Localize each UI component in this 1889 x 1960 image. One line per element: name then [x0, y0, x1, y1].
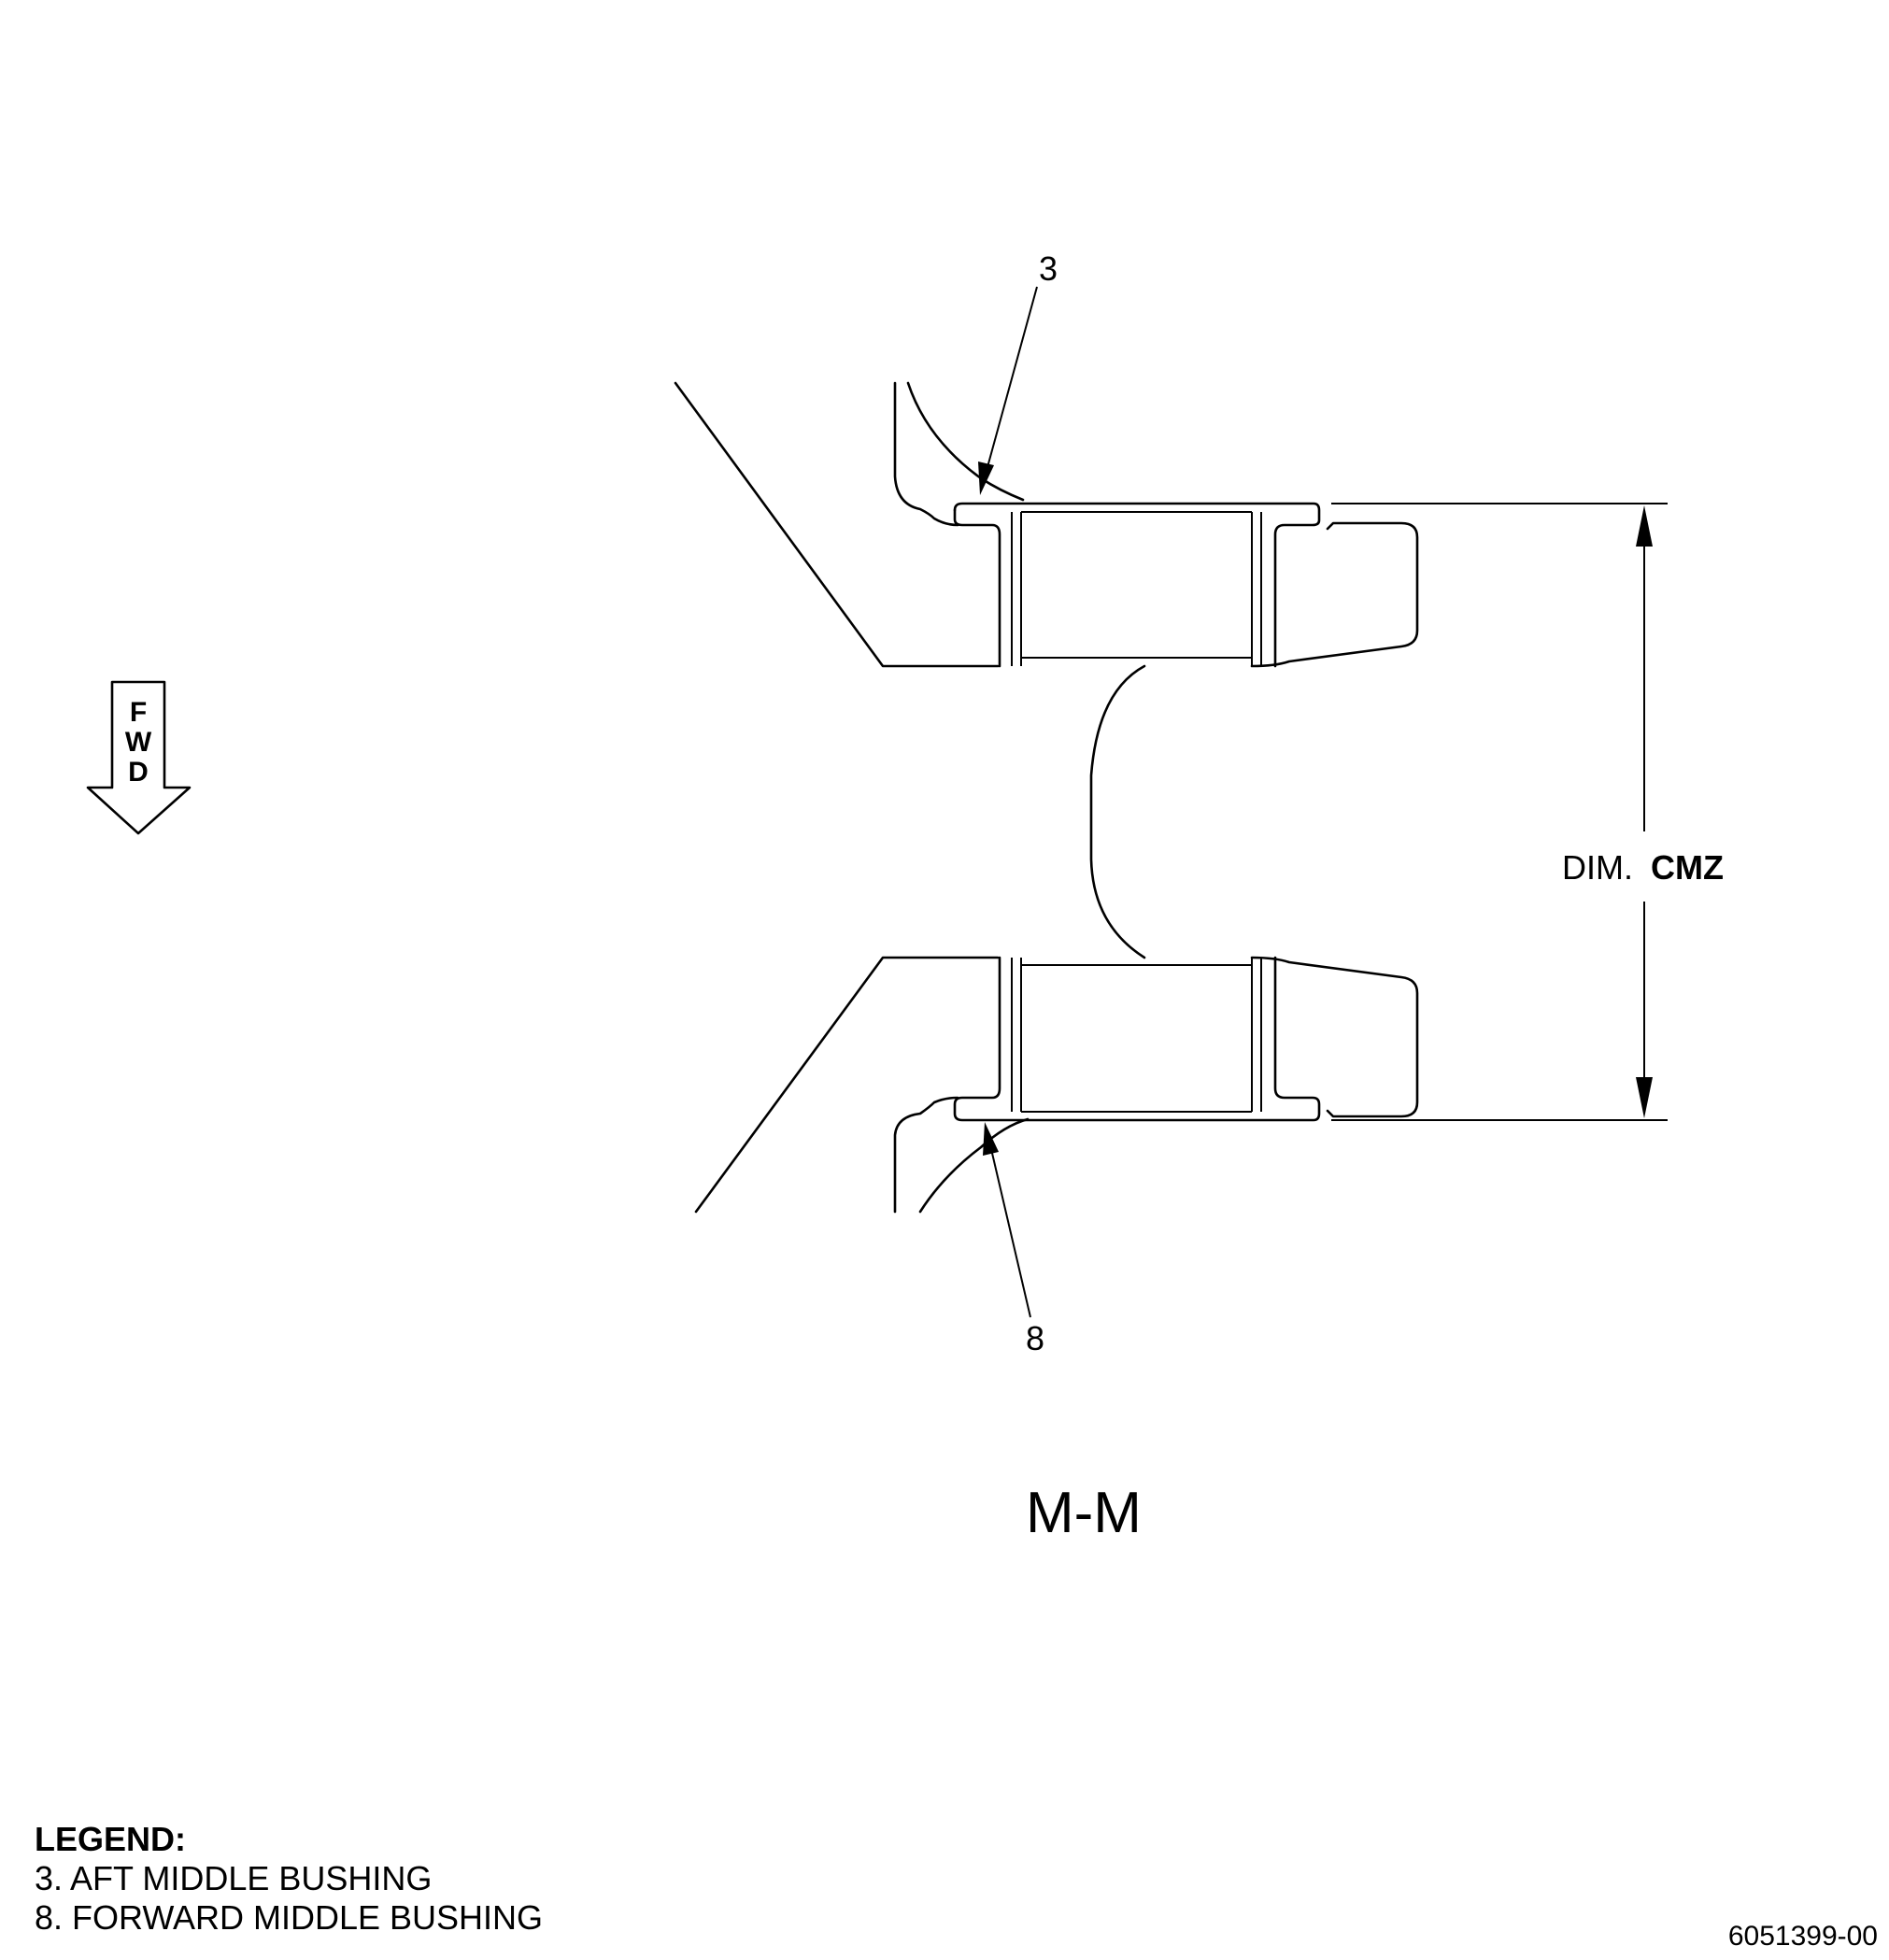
dimension-cmz: DIM. CMZ	[1331, 503, 1724, 1121]
callout-8: 8	[983, 1122, 1044, 1357]
legend-item-8: 8. FORWARD MIDDLE BUSHING	[35, 1898, 544, 1937]
legend: LEGEND: 3. AFT MIDDLE BUSHING 8. FORWARD…	[35, 1820, 543, 1938]
legend-item-3: 3. AFT MIDDLE BUSHING	[35, 1859, 433, 1897]
svg-text:DIM. CMZ: DIM. CMZ	[1562, 848, 1724, 887]
section-label: M-M	[1026, 1481, 1142, 1545]
fwd-arrow-letter-f: F	[130, 697, 147, 728]
dimension-prefix: DIM.	[1562, 848, 1633, 887]
callout-3-label: 3	[1039, 249, 1058, 288]
lower-structure-outline	[694, 956, 1419, 1214]
fwd-arrow: F W D	[86, 680, 192, 835]
callout-3-arrowhead	[978, 462, 994, 495]
callout-8-label: 8	[1026, 1319, 1044, 1357]
dimension-code: CMZ	[1651, 848, 1724, 887]
fwd-arrow-letter-d: D	[128, 757, 149, 788]
center-web-curve	[1089, 664, 1146, 959]
legend-title: LEGEND:	[35, 1820, 186, 1858]
drawing-number: 6051399-00	[1727, 1921, 1878, 1952]
callout-3: 3	[978, 249, 1058, 495]
dimension-arrowhead-bottom	[1636, 1077, 1653, 1118]
dimension-arrowhead-top	[1636, 505, 1653, 547]
fwd-arrow-letter-w: W	[125, 727, 152, 758]
callout-8-arrowhead	[983, 1122, 999, 1156]
aft-middle-bushing	[953, 502, 1321, 668]
forward-middle-bushing	[953, 956, 1321, 1122]
